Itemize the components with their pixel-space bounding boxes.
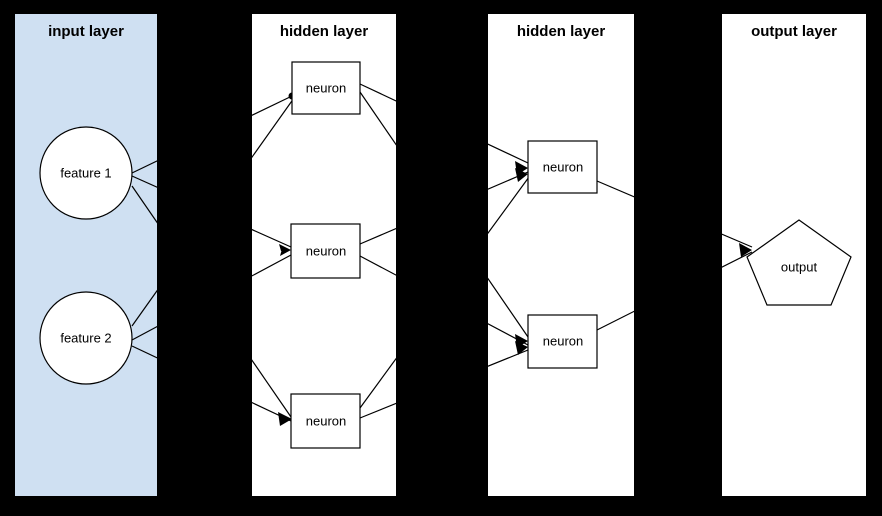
title-output-layer: output layer (751, 23, 837, 40)
output-layer-nodes: output (746, 219, 852, 306)
gap-top-margin (0, 0, 882, 14)
arrowhead-hidden1-neuron2-lower (280, 249, 291, 256)
node-hidden1-neuron-2[interactable] (290, 223, 361, 279)
arrowhead-output-node (739, 243, 752, 257)
title-hidden-layer-2: hidden layer (517, 23, 606, 40)
gap-bottom-margin (0, 496, 882, 516)
hidden-layer-1-nodes: neuron neuron neuron (290, 61, 361, 449)
node-feature-1[interactable] (39, 126, 133, 220)
node-feature-1-label: feature 1 (60, 165, 111, 180)
node-feature-2[interactable] (39, 291, 133, 385)
layer-titles: input layer hidden layer hidden layer ou… (48, 23, 837, 40)
gap-hidden2-output (634, 0, 722, 516)
node-hidden2-neuron-1[interactable] (527, 140, 598, 194)
arrowhead-hidden2-neuron1-b (515, 168, 528, 182)
arrowhead-hidden2-neuron2-b (515, 341, 528, 355)
node-feature-2-label: feature 2 (60, 330, 111, 345)
node-hidden1-neuron-1-label: neuron (306, 80, 346, 95)
arrowhead-hidden1-neuron3 (278, 412, 292, 426)
node-output-label: output (781, 259, 818, 274)
title-input-layer: input layer (48, 23, 124, 40)
node-hidden1-neuron-2-label: neuron (306, 243, 346, 258)
node-output-pentagon[interactable] (746, 219, 852, 306)
gap-hidden1-hidden2 (396, 0, 488, 516)
node-hidden1-neuron-3-label: neuron (306, 413, 346, 428)
gap-right-margin (866, 0, 882, 516)
node-hidden2-neuron-2-label: neuron (543, 333, 583, 348)
input-layer-nodes: feature 1 feature 2 (39, 126, 133, 385)
panel-input-layer[interactable] (15, 14, 157, 496)
gap-left-margin (0, 0, 15, 516)
node-hidden1-neuron-3[interactable] (290, 393, 361, 449)
gap-input-hidden1 (157, 0, 252, 516)
node-hidden2-neuron-1-label: neuron (543, 159, 583, 174)
hidden-layer-2-nodes: neuron neuron (527, 140, 598, 369)
node-hidden1-neuron-1[interactable] (291, 61, 361, 115)
panel-hidden-layer-2[interactable] (488, 14, 634, 496)
title-hidden-layer-1: hidden layer (280, 23, 369, 40)
node-hidden2-neuron-2[interactable] (527, 314, 598, 369)
